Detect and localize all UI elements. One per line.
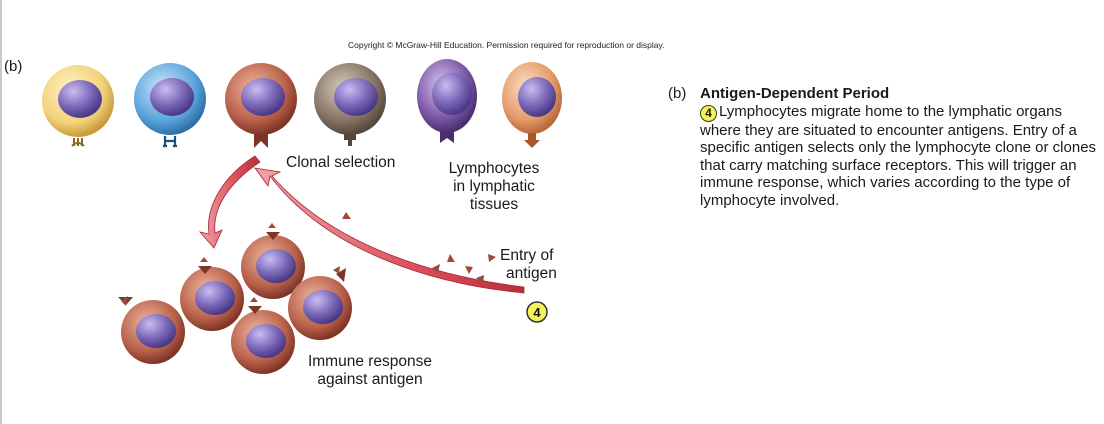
clone-cell-4 — [288, 266, 352, 340]
lymphocyte-purple — [417, 59, 477, 143]
lymphocytes-label-line1: Lymphocytes — [448, 160, 540, 177]
lymphocytes-label-line2: in lymphatic — [453, 178, 535, 195]
immune-response-label: Immune response against antigen — [290, 353, 450, 389]
clonal-expansion-arrow — [198, 155, 261, 249]
step-marker-number: 4 — [533, 305, 541, 320]
panel-letter: (b) — [4, 58, 23, 75]
clone-cell-2 — [180, 257, 244, 331]
clone-cell-1 — [118, 296, 185, 364]
lymphocytes-label-line3: tissues — [469, 196, 519, 213]
antigen-entry-label-line1: Entry of — [500, 247, 554, 264]
description-body: Lymphocytes migrate home to the lymphati… — [700, 102, 1097, 209]
copyright-notice: Copyright © McGraw-Hill Education. Permi… — [348, 40, 665, 50]
lymphocyte-red — [225, 63, 297, 148]
antigen-entry-arrow — [254, 167, 525, 294]
clonal-selection-label: Clonal selection — [286, 154, 396, 171]
lymphocyte-blue — [134, 63, 206, 148]
clone-cell-3 — [241, 223, 305, 299]
description-step-badge: 4 — [700, 104, 717, 122]
free-antigens — [342, 212, 496, 284]
lymphocyte-orange — [502, 62, 562, 148]
immune-response-label-line1: Immune response — [307, 353, 433, 370]
lymphocytes-label: Lymphocytes in lymphatic tissues — [432, 160, 556, 214]
antigen-entry-label-line2: antigen — [506, 265, 557, 282]
lymphocyte-yellow — [42, 65, 114, 147]
antigen-entry-label: Entry of antigen — [500, 247, 557, 283]
immune-response-label-line2: against antigen — [317, 371, 423, 388]
lymphocyte-gray — [314, 63, 386, 146]
description-tag: (b) — [668, 85, 687, 102]
description-heading: Antigen-Dependent Period — [700, 85, 890, 102]
left-frame-border — [0, 0, 2, 424]
clone-cell-5 — [231, 297, 295, 374]
step-marker-circle — [526, 301, 548, 323]
